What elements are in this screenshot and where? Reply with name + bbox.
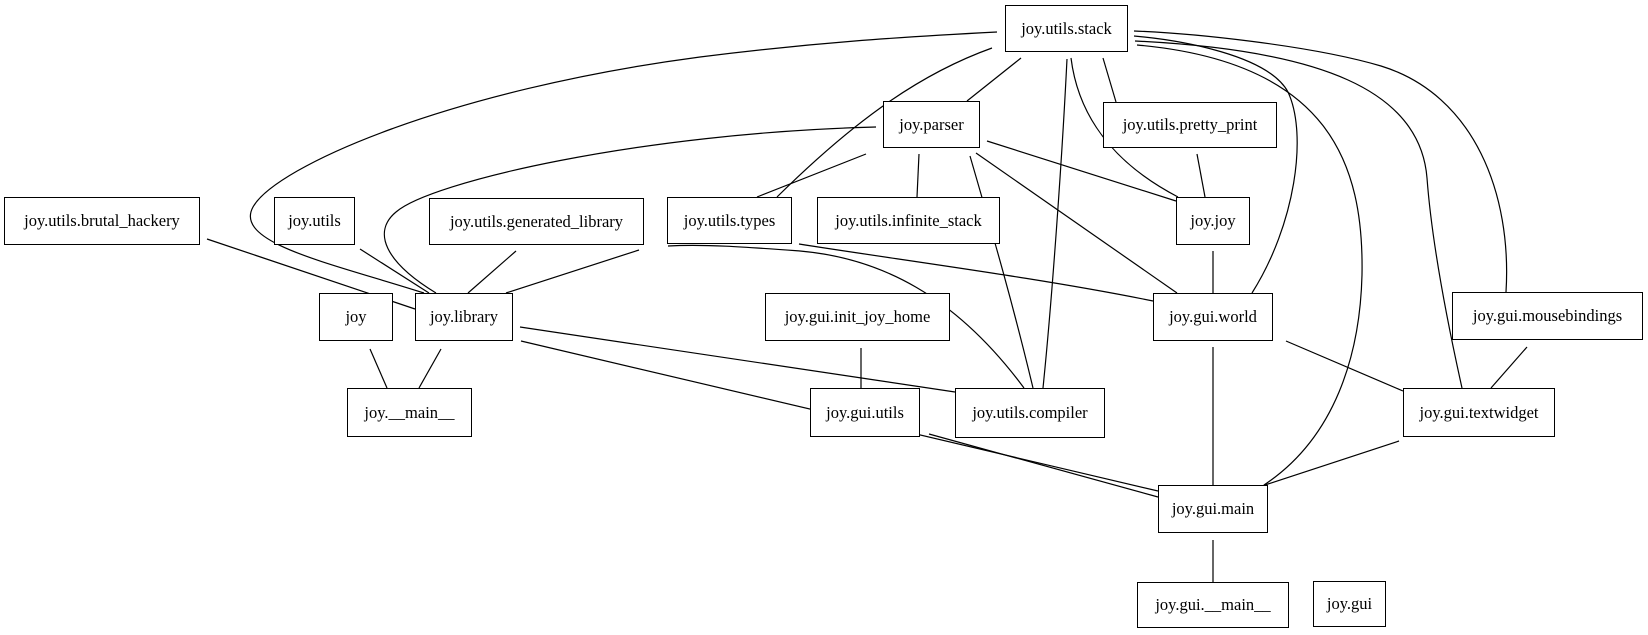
edge-library-to-parser bbox=[383, 126, 877, 294]
node-label-joy_joy: joy.joy bbox=[1190, 211, 1236, 230]
edge-compiler-to-library bbox=[519, 326, 956, 393]
node-mousebindings: joy.gui.mousebindings bbox=[1452, 292, 1643, 340]
node-world: joy.gui.world bbox=[1153, 293, 1273, 341]
node-label-textwidget: joy.gui.textwidget bbox=[1419, 402, 1539, 422]
node-brutal_hackery: joy.utils.brutal_hackery bbox=[4, 197, 200, 245]
node-label-stack: joy.utils.stack bbox=[1021, 18, 1112, 38]
node-gui_utils: joy.gui.utils bbox=[810, 388, 920, 437]
node-gui: joy.gui bbox=[1313, 581, 1386, 627]
node-label-types: joy.utils.types bbox=[683, 210, 776, 230]
node-label-brutal_hackery: joy.utils.brutal_hackery bbox=[24, 211, 180, 230]
node-joy_joy: joy.joy bbox=[1176, 197, 1250, 245]
edge-world-to-stack bbox=[1133, 35, 1298, 294]
edge-library-to-generated_library bbox=[467, 250, 517, 294]
node-label-gui_main: joy.gui.main bbox=[1171, 499, 1255, 518]
edge-world-to-parser bbox=[975, 152, 1178, 294]
node-library: joy.library bbox=[415, 293, 513, 341]
node-label-compiler: joy.utils.compiler bbox=[972, 403, 1088, 422]
edge-types-to-parser bbox=[756, 153, 867, 198]
edge-textwidget-to-stack bbox=[1134, 40, 1463, 389]
node-label-world: joy.gui.world bbox=[1169, 307, 1257, 326]
node-types: joy.utils.types bbox=[667, 197, 792, 244]
node-label-gui_dunder_main: joy.gui.__main__ bbox=[1155, 595, 1271, 614]
node-label-joy_main: joy.__main__ bbox=[364, 402, 455, 422]
edge-joy_joy-to-pretty_print bbox=[1196, 153, 1206, 198]
edge-compiler-to-types bbox=[667, 244, 1025, 389]
node-stack: joy.utils.stack bbox=[1005, 5, 1128, 52]
node-compiler: joy.utils.compiler bbox=[955, 388, 1105, 438]
edge-gui_main-to-stack bbox=[1136, 44, 1363, 486]
node-gui_main: joy.gui.main bbox=[1158, 485, 1268, 533]
edge-parser-to-stack bbox=[966, 57, 1022, 102]
edge-library-to-utils bbox=[359, 248, 430, 294]
edge-library-to-types bbox=[505, 249, 640, 294]
edge-gui_main-to-textwidget bbox=[1261, 440, 1400, 487]
node-label-gui: joy.gui bbox=[1326, 594, 1373, 613]
node-init_joy_home: joy.gui.init_joy_home bbox=[765, 293, 950, 341]
edge-compiler-to-stack bbox=[1042, 58, 1068, 389]
node-parser: joy.parser bbox=[883, 101, 980, 148]
node-label-parser: joy.parser bbox=[899, 114, 964, 134]
node-label-init_joy_home: joy.gui.init_joy_home bbox=[784, 307, 931, 326]
edge-types-to-stack bbox=[776, 47, 993, 198]
edge-joy_joy-to-parser bbox=[986, 140, 1177, 202]
node-utils: joy.utils bbox=[274, 197, 355, 245]
edge-joy_main-to-library bbox=[418, 348, 442, 389]
node-label-generated_library: joy.utils.generated_library bbox=[449, 211, 624, 231]
edge-infinite_stack-to-parser bbox=[916, 153, 920, 198]
edge-compiler-to-parser bbox=[969, 155, 1034, 389]
edge-world-to-types bbox=[798, 243, 1154, 302]
edge-gui_main-to-gui_utils bbox=[928, 433, 1159, 498]
node-label-library: joy.library bbox=[429, 307, 499, 326]
node-infinite_stack: joy.utils.infinite_stack bbox=[817, 197, 1000, 244]
node-joy: joy bbox=[319, 293, 393, 341]
node-label-infinite_stack: joy.utils.infinite_stack bbox=[835, 210, 982, 230]
node-gui_dunder_main: joy.gui.__main__ bbox=[1137, 582, 1289, 628]
node-label-joy: joy bbox=[345, 307, 367, 326]
node-joy_main: joy.__main__ bbox=[347, 388, 472, 437]
edge-pretty_print-to-stack bbox=[1102, 57, 1117, 103]
node-pretty_print: joy.utils.pretty_print bbox=[1103, 102, 1277, 148]
node-label-gui_utils: joy.gui.utils bbox=[826, 402, 904, 422]
edge-textwidget-to-mousebindings bbox=[1490, 346, 1528, 389]
node-textwidget: joy.gui.textwidget bbox=[1403, 388, 1555, 437]
edge-library-to-stack bbox=[249, 31, 998, 294]
edge-joy_main-to-joy bbox=[369, 348, 388, 389]
node-label-mousebindings: joy.gui.mousebindings bbox=[1472, 306, 1623, 325]
node-generated_library: joy.utils.generated_library bbox=[429, 198, 644, 245]
edge-mousebindings-to-stack bbox=[1133, 30, 1508, 293]
node-label-utils: joy.utils bbox=[288, 211, 341, 230]
node-label-pretty_print: joy.utils.pretty_print bbox=[1122, 115, 1258, 134]
edge-textwidget-to-world bbox=[1285, 340, 1404, 392]
